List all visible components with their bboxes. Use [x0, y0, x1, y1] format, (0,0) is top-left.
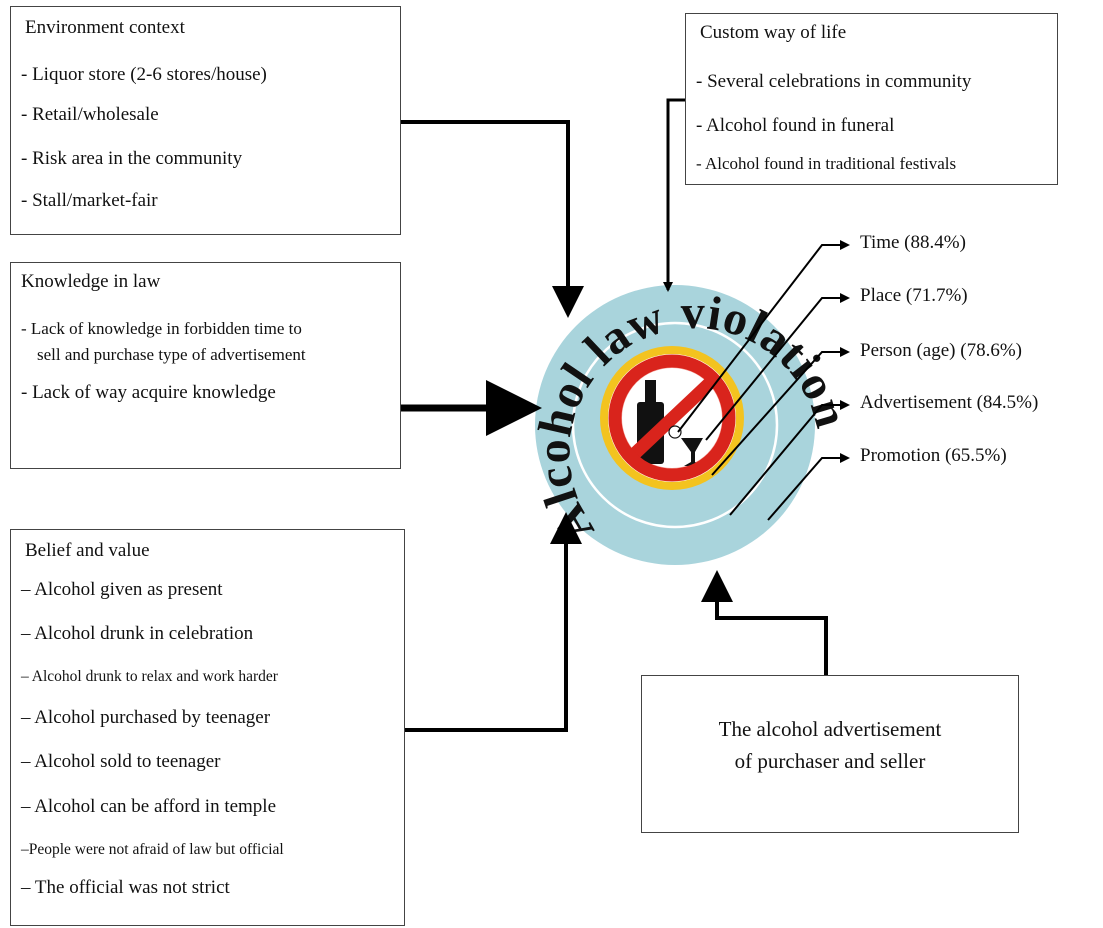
belief-arrow	[405, 512, 582, 732]
belief-item: – Alcohol given as present	[21, 579, 223, 600]
belief-item: – The official was not strict	[21, 877, 230, 898]
outcome-arrow-promotion	[767, 453, 850, 521]
outcome-person: Person (age) (78.6%)	[860, 340, 1022, 361]
environment-item: - Retail/wholesale	[21, 104, 159, 125]
belief-item: – Alcohol sold to teenager	[21, 751, 221, 772]
environment-item: - Liquor store (2-6 stores/house)	[21, 64, 267, 85]
custom-item: - Several celebrations in community	[696, 71, 972, 92]
outcome-arrow-time	[677, 240, 850, 433]
belief-and-value-box: Belief and value – Alcohol given as pres…	[10, 529, 405, 926]
outcome-time: Time (88.4%)	[860, 232, 966, 253]
outcome-arrow-advertisement	[729, 400, 850, 516]
belief-item: – Alcohol drunk in celebration	[21, 623, 254, 644]
environment-context-box: Environment context - Liquor store (2-6 …	[10, 6, 401, 235]
environment-context-title: Environment context	[25, 17, 185, 38]
belief-item: –People were not afraid of law but offic…	[21, 841, 284, 858]
outcome-arrow-person	[711, 347, 850, 476]
outcome-advertisement: Advertisement (84.5%)	[860, 392, 1039, 413]
knowledge-item: - Lack of knowledge in forbidden time to	[21, 319, 302, 338]
outcome-place: Place (71.7%)	[860, 285, 968, 306]
knowledge-item: - Lack of way acquire knowledge	[21, 382, 276, 403]
alcohol-advertisement-line2: of purchaser and seller	[734, 749, 926, 773]
custom-way-of-life-box: Custom way of life - Several celebration…	[685, 13, 1058, 185]
environment-item: - Stall/market-fair	[21, 190, 158, 211]
knowledge-in-law-title: Knowledge in law	[21, 271, 161, 292]
emblem-inner-white-ring	[571, 321, 779, 529]
custom-way-of-life-title: Custom way of life	[700, 22, 847, 43]
outcome-promotion: Promotion (65.5%)	[860, 445, 1007, 466]
belief-item: – Alcohol purchased by teenager	[21, 707, 271, 728]
environment-item: - Risk area in the community	[21, 148, 243, 169]
custom-item: - Alcohol found in funeral	[696, 115, 895, 136]
belief-item: – Alcohol drunk to relax and work harder	[21, 668, 278, 685]
alcohol-advertisement-box: The alcohol advertisement of purchaser a…	[641, 675, 1019, 833]
advertisement-arrow	[701, 570, 828, 675]
belief-item: – Alcohol can be afford in temple	[21, 796, 277, 817]
knowledge-in-law-box: Knowledge in law - Lack of knowledge in …	[10, 262, 401, 469]
environment-arrow	[401, 120, 584, 318]
outcome-arrow-place	[705, 293, 850, 441]
alcohol-advertisement-line1: The alcohol advertisement	[718, 717, 942, 741]
custom-item: - Alcohol found in traditional festivals	[696, 154, 957, 173]
knowledge-item: sell and purchase type of advertisement	[37, 345, 306, 364]
belief-and-value-title: Belief and value	[25, 540, 150, 561]
custom-arrow	[663, 98, 685, 292]
no-alcohol-icon	[600, 346, 744, 490]
